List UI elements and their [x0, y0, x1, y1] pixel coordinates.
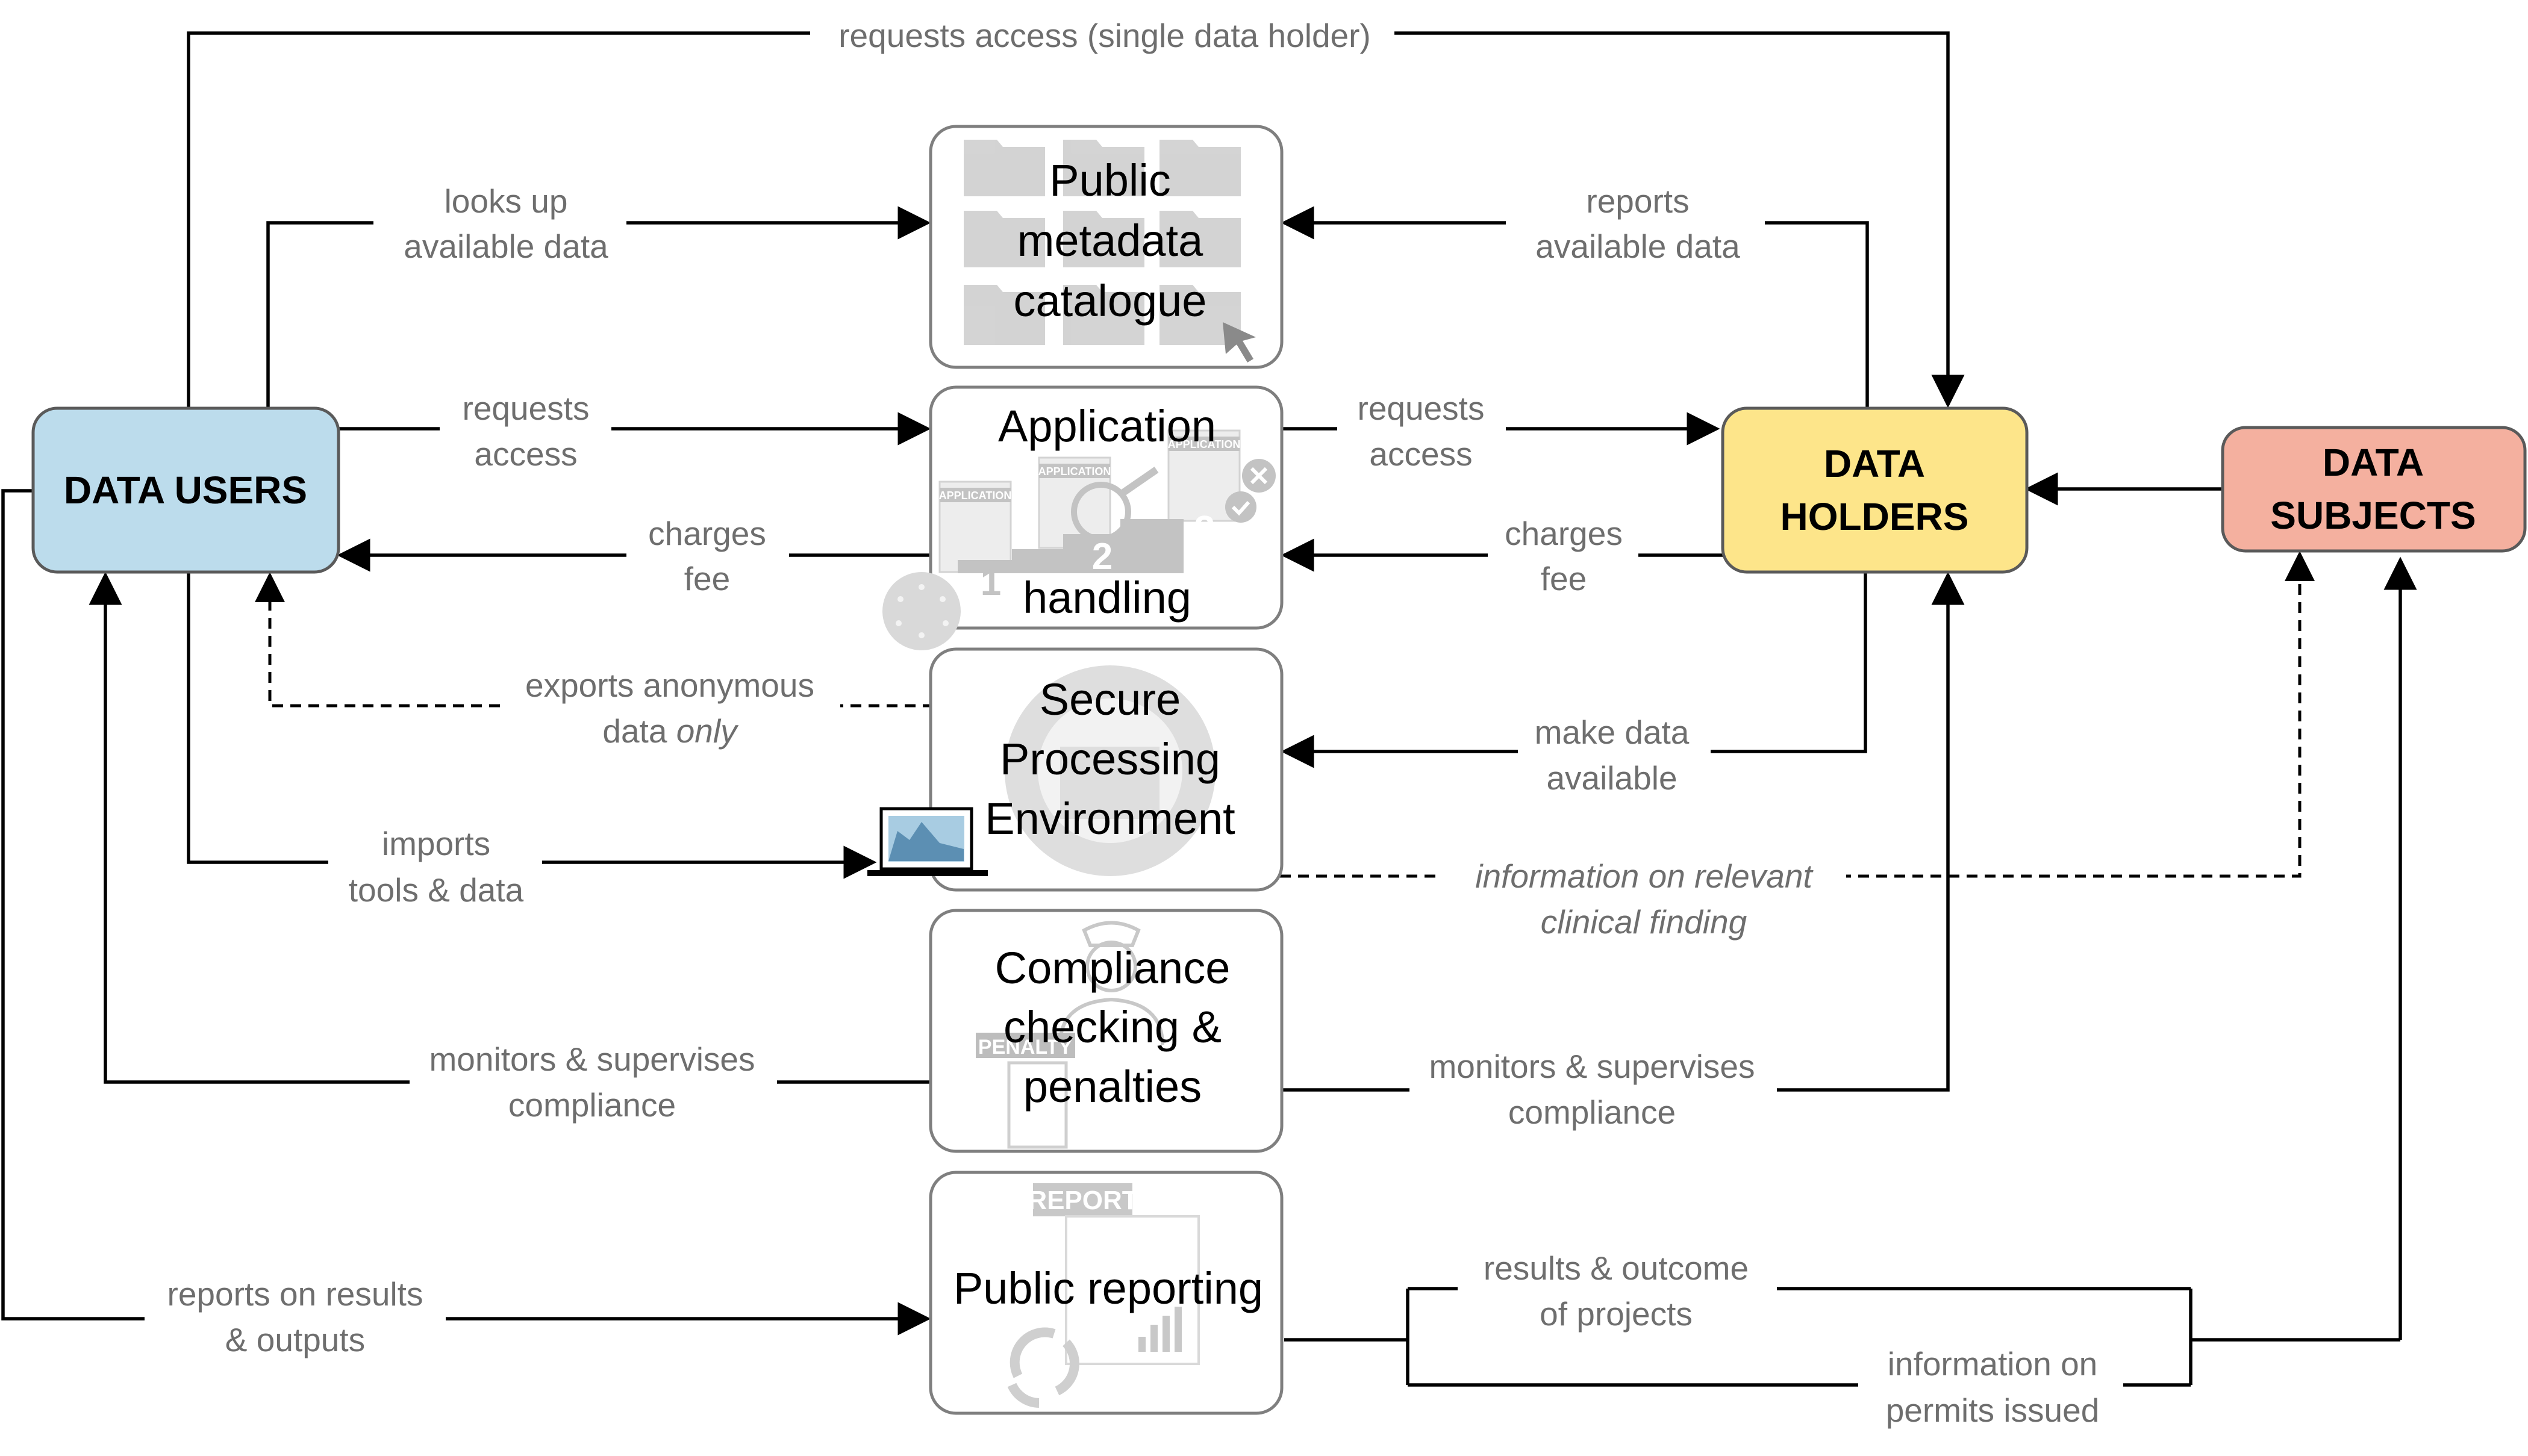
arrow-exports-anonymous-data [255, 572, 961, 807]
cursor-icon [1223, 322, 1256, 362]
recycle-icon [1007, 1327, 1079, 1408]
label-reports-results-1: reports on results [167, 1275, 423, 1313]
svg-text:3: 3 [1194, 509, 1215, 550]
label-permits-2: permits issued [1886, 1392, 2100, 1429]
arrow-reports-on-results [1, 489, 931, 1336]
label-users-requests-2: access [474, 435, 577, 473]
application-title-bottom: handling [1023, 573, 1191, 623]
label-holders-monitors-2: compliance [1508, 1094, 1676, 1131]
label-holders-fee-1: charges [1505, 515, 1623, 552]
arrow-make-data-available [1281, 572, 1867, 768]
label-imports-1: imports [382, 825, 490, 862]
label-reports-available-1: reports [1586, 182, 1689, 220]
label-results-outcome-1: results & outcome [1484, 1249, 1749, 1287]
catalogue-title-2: metadata [1017, 216, 1203, 266]
arrow-reports-available-data [1281, 206, 1869, 408]
arrow-imports-tools-data [187, 572, 877, 879]
label-looks-up-1: looks up [445, 182, 568, 220]
penalty-icon: PENALTY [976, 1033, 1075, 1149]
data-users-label: DATA USERS [64, 468, 307, 512]
arrow-looks-up-available-data [266, 206, 931, 408]
label-users-fee-1: charges [648, 515, 766, 552]
actor-data-subjects: DATA SUBJECTS [2221, 426, 2527, 553]
compliance-title-1: Compliance [995, 943, 1231, 993]
label-clinical-1: information on relevant [1475, 857, 1814, 895]
data-holders-label-2: HOLDERS [1781, 495, 1969, 538]
label-exports-2-plain: data [602, 712, 676, 750]
data-subjects-label-2: SUBJECTS [2270, 494, 2476, 537]
label-make-data-1: make data [1535, 714, 1690, 751]
label-exports-1: exports anonymous [525, 667, 814, 704]
flow-labels: requests access (single data holder) loo… [145, 9, 2123, 1436]
process-secure-processing-environment: Secure Processing Environment [867, 647, 1284, 892]
application-forms-icon: APPLICATION APPLICATION APPLICATION 1 2 … [938, 429, 1276, 603]
svg-text:2: 2 [1092, 536, 1113, 577]
svg-text:PENALTY: PENALTY [978, 1036, 1072, 1059]
catalogue-title-1: Public [1049, 155, 1171, 205]
label-users-monitors-2: compliance [508, 1086, 676, 1124]
eu-flag-icon [882, 572, 961, 650]
compliance-title-3: penalties [1023, 1062, 1202, 1112]
label-exports-2: data only [602, 712, 739, 750]
svg-text:APPLICATION: APPLICATION [939, 490, 1012, 502]
label-imports-2: tools & data [349, 871, 524, 909]
reporting-title: Public reporting [953, 1263, 1263, 1313]
data-subjects-box [2221, 426, 2527, 553]
actor-data-users: DATA USERS [31, 406, 340, 574]
spe-title-1: Secure [1040, 674, 1181, 724]
label-looks-up-2: available data [404, 228, 608, 265]
folder-icons [964, 140, 1241, 345]
officer-icon [1058, 921, 1164, 1045]
label-users-requests-1: requests [463, 390, 590, 427]
spe-title-2: Processing [1000, 734, 1220, 784]
svg-text:APPLICATION: APPLICATION [1168, 438, 1241, 450]
svg-text:REPORT: REPORT [1028, 1186, 1138, 1215]
compliance-title-2: checking & [1003, 1002, 1222, 1052]
process-compliance-checking: PENALTY Compliance checking & penalties [929, 909, 1284, 1153]
label-users-monitors-1: monitors & supervises [429, 1041, 755, 1078]
spe-title-3: Environment [985, 794, 1235, 844]
report-icon: REPORT [1028, 1183, 1200, 1365]
process-metadata-catalogue: Public metadata catalogue [929, 125, 1284, 369]
process-public-reporting: REPORT Public reporting [929, 1171, 1284, 1415]
label-reports-results-2: & outputs [225, 1321, 365, 1358]
label-users-fee-2: fee [684, 560, 730, 597]
process-application-handling: APPLICATION APPLICATION APPLICATION 1 2 … [882, 385, 1284, 650]
label-holders-requests-1: requests [1358, 390, 1485, 427]
data-subjects-label-1: DATA [2323, 441, 2424, 484]
label-permits-1: information on [1888, 1345, 2098, 1383]
arrow-clinical-finding [1280, 551, 2315, 878]
label-holders-fee-2: fee [1541, 560, 1587, 597]
data-holders-box [1721, 406, 2029, 574]
lock-shield-icon [1005, 665, 1216, 876]
label-exports-2-italic: only [676, 712, 739, 750]
arrow-monitors-holders [1282, 571, 1965, 1092]
label-holders-requests-2: access [1369, 435, 1472, 473]
label-reports-available-2: available data [1535, 228, 1740, 265]
data-holders-label-1: DATA [1824, 442, 1925, 485]
application-title-top: Application [998, 401, 1216, 451]
svg-text:APPLICATION: APPLICATION [1038, 465, 1111, 478]
svg-text:1: 1 [981, 562, 1001, 603]
label-holders-monitors-1: monitors & supervises [1429, 1048, 1755, 1085]
label-requests-access-single: requests access (single data holder) [838, 17, 1371, 54]
label-make-data-2: available [1546, 759, 1677, 797]
catalogue-title-3: catalogue [1014, 276, 1207, 326]
arrow-reporting-to-subjects [1284, 1287, 2400, 1387]
label-clinical-2: clinical finding [1541, 903, 1747, 941]
actor-data-holders: DATA HOLDERS [1721, 406, 2029, 574]
data-users-box [31, 406, 340, 574]
laptop-icon [867, 807, 988, 876]
label-results-outcome-2: of projects [1540, 1295, 1693, 1333]
